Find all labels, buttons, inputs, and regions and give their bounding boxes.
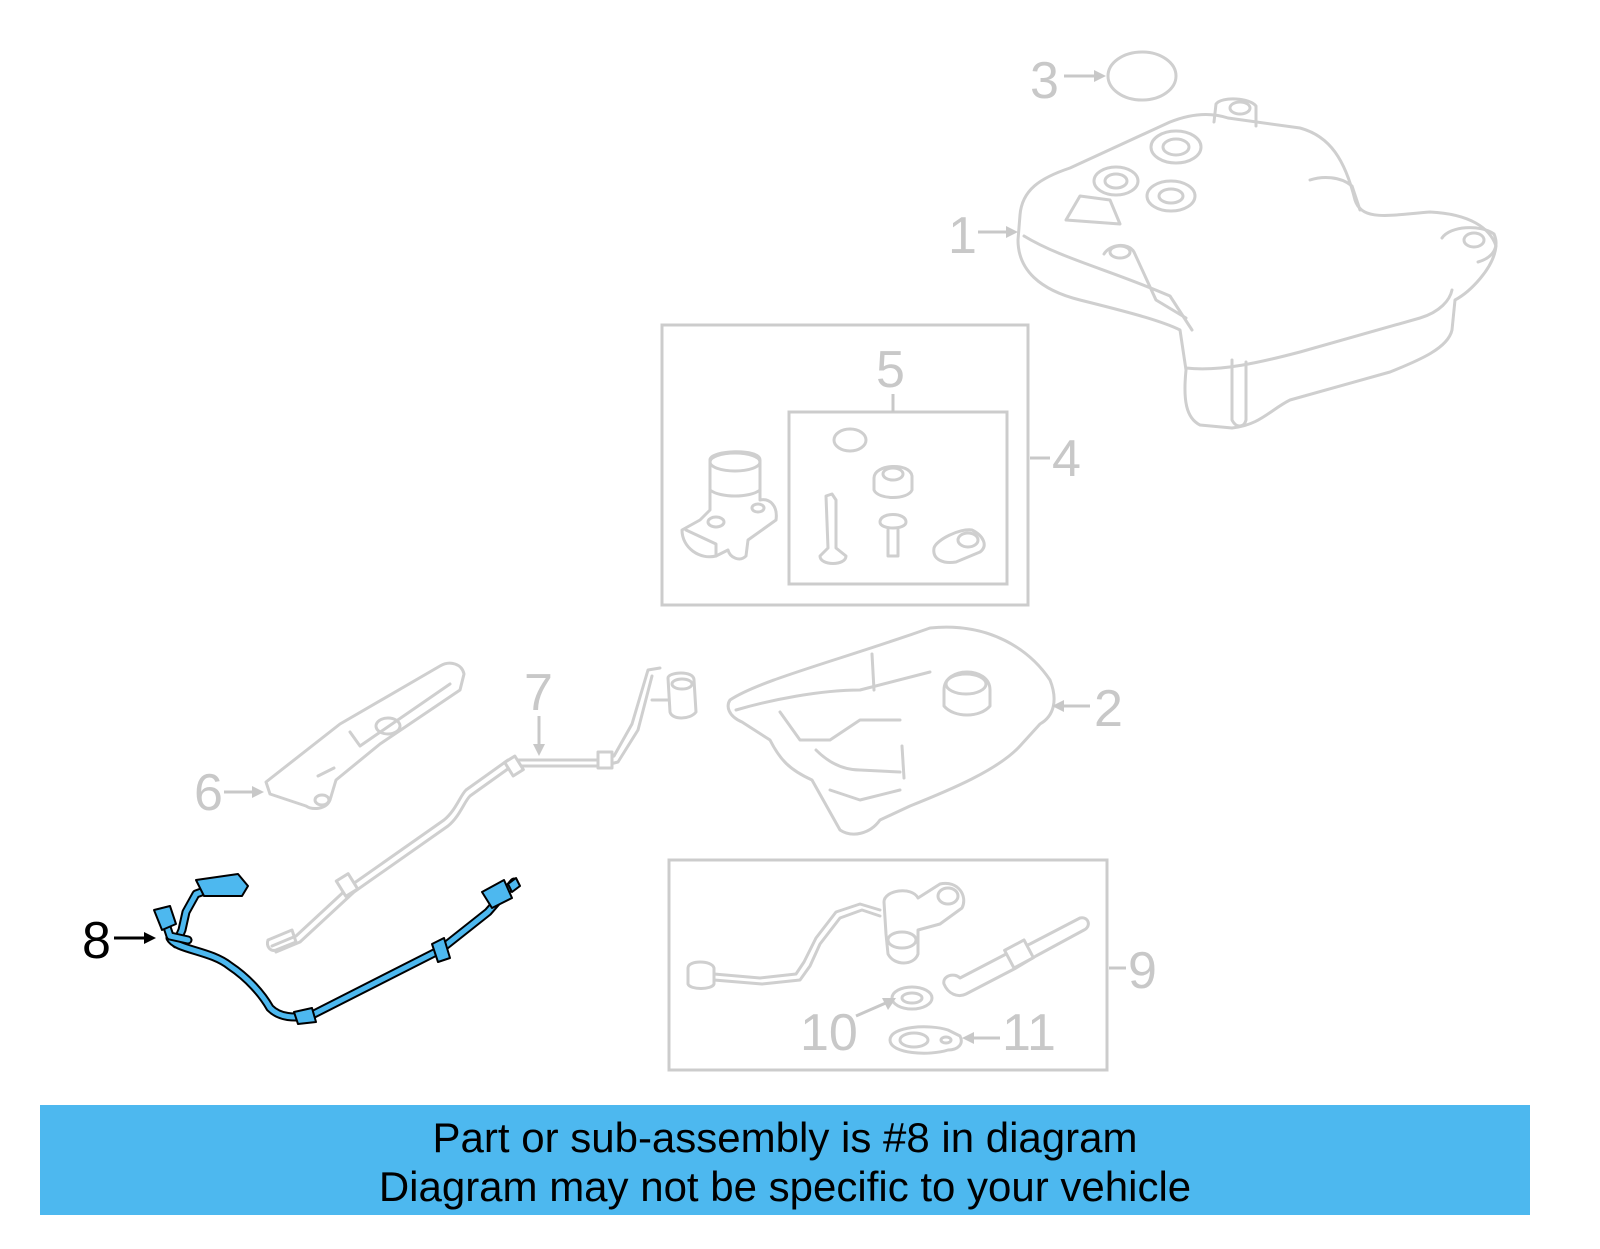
callout-2-label: 2 xyxy=(1094,680,1123,738)
part-11-gasket xyxy=(888,1025,963,1055)
callout-11[interactable]: 11 xyxy=(962,1004,1056,1062)
callout-6-label: 6 xyxy=(194,764,223,822)
part-4-pump-assembly xyxy=(680,450,778,561)
part-7-harness xyxy=(266,666,698,954)
banner-line-2: Diagram may not be specific to your vehi… xyxy=(378,1163,1192,1210)
part-1-fuel-tank xyxy=(1016,97,1498,430)
callout-6[interactable]: 6 xyxy=(194,764,264,822)
part-8-wiring-harness[interactable] xyxy=(153,873,521,1025)
callout-10[interactable]: 10 xyxy=(800,998,896,1062)
part-5-hardware xyxy=(818,427,986,565)
banner-line-1: Part or sub-assembly is #8 in diagram xyxy=(432,1114,1138,1161)
callout-3-label: 3 xyxy=(1030,52,1059,110)
part-4-kit-box xyxy=(660,323,1030,607)
info-banner: Part or sub-assembly is #8 in diagram Di… xyxy=(40,1105,1530,1215)
callout-2[interactable]: 2 xyxy=(1052,680,1123,738)
callout-8-arrowhead xyxy=(144,932,156,944)
part-9-kit-box xyxy=(667,858,1109,1072)
callout-1-label: 1 xyxy=(948,207,977,265)
callout-6-arrowhead xyxy=(252,786,264,798)
callout-8[interactable]: 8 xyxy=(82,912,156,970)
callout-9-label: 9 xyxy=(1128,942,1157,1000)
callout-4[interactable]: 4 xyxy=(1030,430,1081,488)
part-6-bracket xyxy=(264,661,466,810)
callout-5-label: 5 xyxy=(876,341,905,399)
callout-2-arrowhead xyxy=(1052,700,1064,712)
callout-10-label: 10 xyxy=(800,1004,858,1062)
part-5-hardware-box xyxy=(787,410,1009,586)
part-3-o-ring xyxy=(1106,50,1178,102)
callout-7-label: 7 xyxy=(524,664,553,722)
part-2-skid-plate xyxy=(726,625,1056,836)
callout-11-arrowhead xyxy=(962,1032,974,1044)
callout-1[interactable]: 1 xyxy=(948,207,1018,265)
callout-7-arrowhead xyxy=(533,744,545,756)
part-10-washer xyxy=(890,985,934,1011)
callout-10-arrowhead xyxy=(882,998,896,1010)
callout-7[interactable]: 7 xyxy=(524,664,553,756)
callout-3[interactable]: 3 xyxy=(1030,52,1106,110)
callout-8-label: 8 xyxy=(82,912,111,970)
callout-3-arrowhead xyxy=(1094,70,1106,82)
callout-5[interactable]: 5 xyxy=(876,341,905,412)
part-9-sensor-harness xyxy=(686,881,1090,998)
callout-4-label: 4 xyxy=(1052,430,1081,488)
callout-1-arrowhead xyxy=(1006,226,1018,238)
callout-11-label: 11 xyxy=(1002,1004,1056,1062)
callout-9[interactable]: 9 xyxy=(1109,942,1157,1000)
callout-10-leader xyxy=(855,1000,889,1018)
